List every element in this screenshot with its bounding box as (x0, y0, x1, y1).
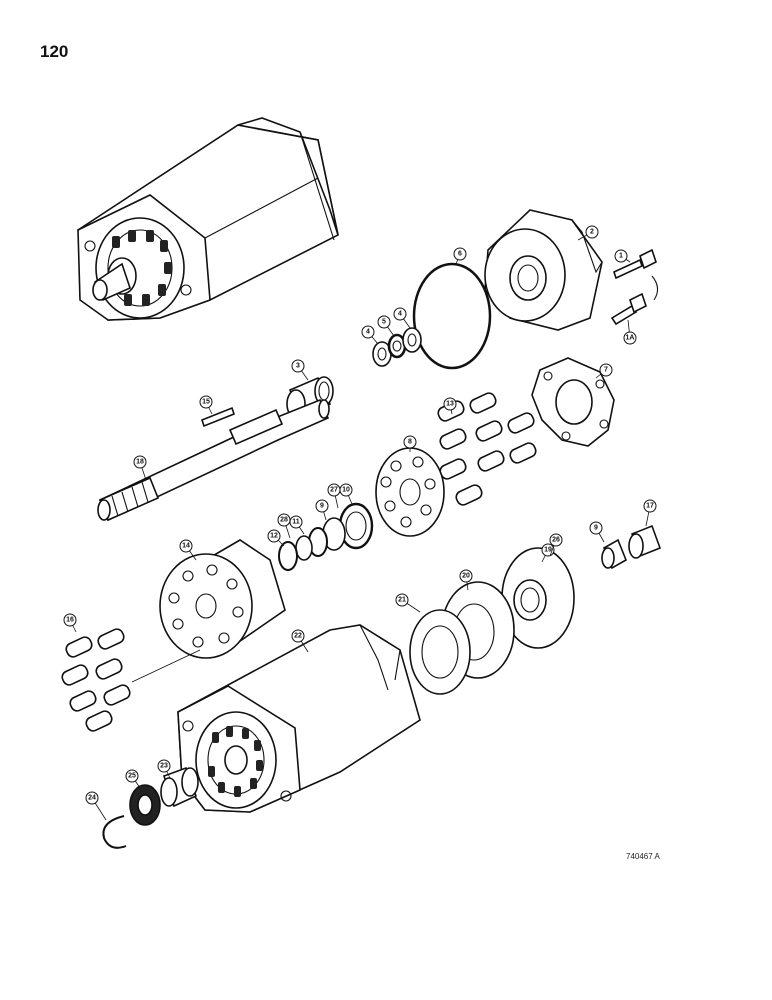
svg-text:9: 9 (320, 503, 324, 510)
callout-15: 15 (199, 395, 213, 409)
callout-group: 1 1A 2 3 4 5 4 6 7 8 9 9 10 11 12 13 14 (63, 225, 657, 821)
svg-text:15: 15 (202, 399, 210, 406)
svg-text:5: 5 (382, 319, 386, 326)
callout-17: 17 (643, 499, 657, 513)
svg-text:9: 9 (594, 525, 598, 532)
callout-4-right: 4 (393, 307, 407, 321)
callout-9-spring: 9 (315, 499, 329, 513)
svg-text:8: 8 (408, 439, 412, 446)
callout-4-left: 4 (361, 325, 375, 339)
callout-12: 12 (267, 529, 281, 543)
svg-text:4: 4 (398, 311, 402, 318)
callout-2: 2 (585, 225, 599, 239)
svg-text:23: 23 (160, 763, 168, 770)
callout-13: 13 (443, 397, 457, 411)
svg-text:22: 22 (294, 633, 302, 640)
svg-text:4: 4 (366, 329, 370, 336)
cap-screws (610, 248, 659, 326)
drawing-code: 740467 A (626, 852, 660, 861)
svg-text:12: 12 (270, 533, 278, 540)
seal-washers (372, 327, 422, 367)
spring-assembly (278, 502, 374, 571)
swash-plate (531, 357, 615, 447)
svg-text:11: 11 (292, 519, 300, 526)
piston-set-upper (437, 392, 537, 506)
piston-set-lower (61, 628, 131, 732)
callout-3: 3 (291, 359, 305, 373)
callout-1a: 1A (623, 331, 637, 345)
callout-11: 11 (289, 515, 303, 529)
callout-10: 10 (339, 483, 353, 497)
callout-18: 18 (133, 455, 147, 469)
svg-text:21: 21 (398, 597, 406, 604)
svg-text:13: 13 (446, 401, 454, 408)
callout-5: 5 (377, 315, 391, 329)
svg-text:24: 24 (88, 795, 96, 802)
motor-housing (177, 624, 421, 813)
svg-text:2: 2 (590, 229, 594, 236)
page-number: 120 (40, 42, 69, 61)
svg-text:6: 6 (458, 251, 462, 258)
end-cover (484, 209, 603, 331)
callout-7: 7 (599, 363, 613, 377)
callout-9-ring: 9 (589, 521, 603, 535)
cylinder-block (159, 539, 286, 659)
callout-28: 28 (277, 513, 291, 527)
callout-24: 24 (85, 791, 99, 805)
svg-text:20: 20 (462, 573, 470, 580)
callout-20: 20 (459, 569, 473, 583)
callout-8: 8 (403, 435, 417, 449)
bearing-rings (601, 524, 662, 570)
svg-text:1A: 1A (626, 335, 635, 342)
callout-27: 27 (327, 483, 341, 497)
svg-text:14: 14 (182, 543, 190, 550)
callout-6: 6 (453, 247, 467, 261)
svg-text:1: 1 (619, 253, 623, 260)
svg-text:25: 25 (128, 773, 136, 780)
callout-23: 23 (157, 759, 171, 773)
callout-16: 16 (63, 613, 77, 627)
front-bearing-and-seal (102, 766, 199, 849)
shaft-key (201, 406, 235, 428)
o-ring (412, 262, 492, 370)
svg-text:28: 28 (280, 517, 288, 524)
thrust-bearing-set (409, 547, 575, 695)
assembled-motor-drawing (77, 117, 339, 321)
svg-text:10: 10 (342, 487, 350, 494)
callout-14: 14 (179, 539, 193, 553)
svg-text:27: 27 (330, 487, 338, 494)
svg-text:26: 26 (552, 537, 560, 544)
svg-text:7: 7 (604, 367, 608, 374)
callout-22: 22 (291, 629, 305, 643)
svg-text:18: 18 (136, 459, 144, 466)
callout-1: 1 (614, 249, 628, 263)
retainer-plate (375, 447, 445, 537)
callout-25: 25 (125, 769, 139, 783)
svg-text:3: 3 (296, 363, 300, 370)
callout-21: 21 (395, 593, 409, 607)
svg-text:16: 16 (66, 617, 74, 624)
drive-shaft (97, 398, 330, 522)
callout-26: 26 (549, 533, 563, 547)
svg-text:17: 17 (646, 503, 654, 510)
svg-text:19: 19 (544, 547, 552, 554)
